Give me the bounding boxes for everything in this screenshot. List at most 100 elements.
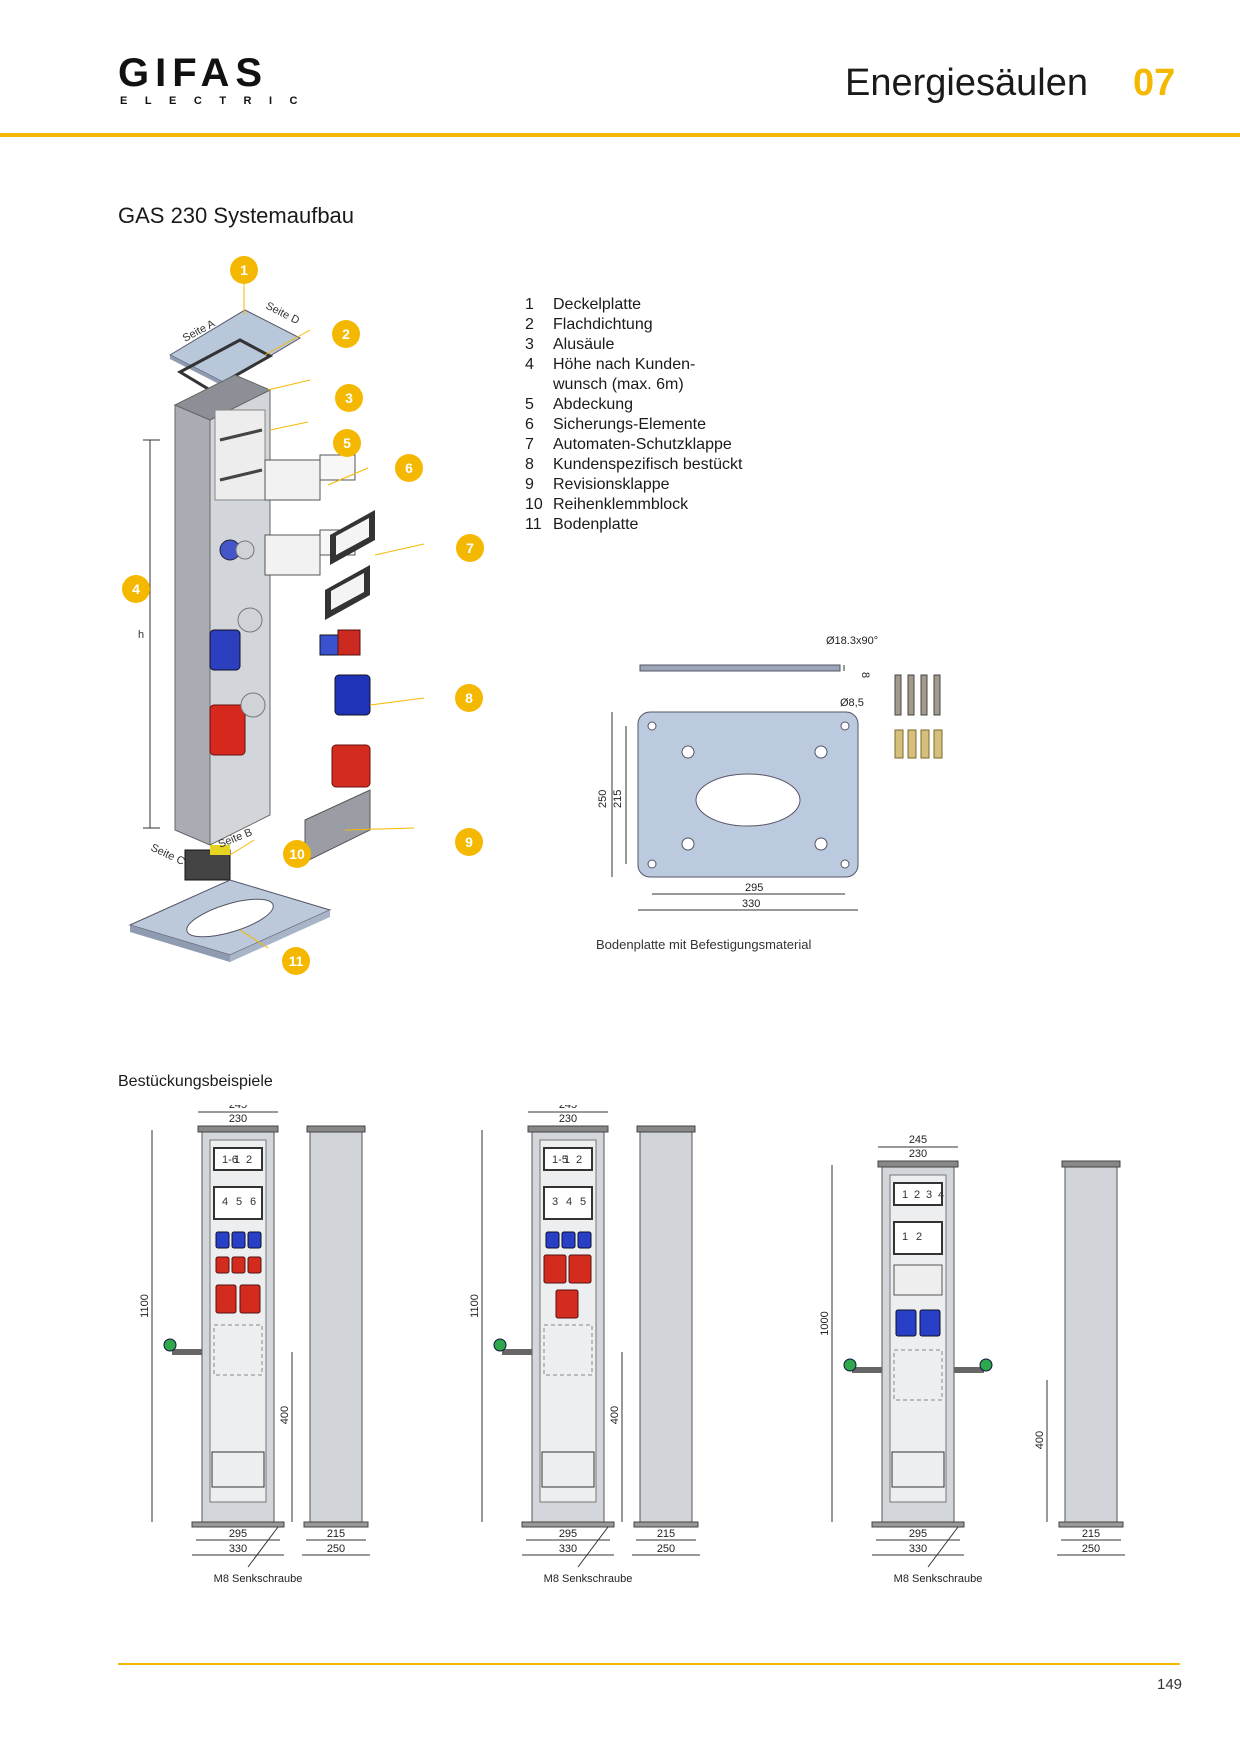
logo-sub-text: ELECTRIC (120, 95, 315, 107)
example-blue-cee-socket (919, 1309, 941, 1337)
example-panel-upper-label: 1 (902, 1189, 908, 1201)
parts-list-number (525, 375, 553, 395)
example-screw-label: M8 Senkschraube (894, 1573, 983, 1585)
parts-list-number: 11 (525, 516, 542, 533)
example-base-inner: 295 (909, 1528, 927, 1540)
example-panel-upper-label: 1 (564, 1154, 570, 1166)
example-panel-upper-label: 3 (926, 1189, 932, 1201)
callout-10: 10 (283, 840, 311, 868)
gifas-logo: GIFAS ELECTRIC (118, 52, 315, 107)
parts-list-number: 8 (525, 456, 534, 473)
gasket-shape (176, 338, 274, 392)
base-plate-drawing: Ø18.3x90° 8 Ø8,5 250 215 295 330 (597, 635, 943, 911)
example-width-inner: 230 (909, 1148, 927, 1160)
plate-caption: Bodenplatte mit Befestigungsmaterial (596, 937, 812, 952)
example-height: 1100 (139, 1294, 151, 1318)
plate-cable-opening (695, 773, 801, 827)
plate-side-profile (639, 664, 841, 672)
example-panel-lower-label: 5 (580, 1196, 586, 1208)
example-panel-lower-label: 4 (566, 1196, 572, 1208)
svg-text:5: 5 (343, 435, 351, 451)
parts-list-label: Bodenplatte (553, 516, 639, 533)
example-red-cee-socket (555, 1289, 579, 1319)
example-base-outer: 330 (229, 1543, 247, 1555)
blue-socket-loose (334, 674, 371, 716)
svg-text:4: 4 (132, 581, 140, 597)
mounting-screws (894, 674, 941, 716)
callout-1: 1 (230, 256, 258, 284)
example-red-cee-socket (543, 1254, 567, 1284)
callout-4: 4 (122, 575, 150, 603)
callout-5: 5 (333, 429, 361, 457)
example-height: 1100 (469, 1294, 481, 1318)
example-tap-handle (843, 1358, 857, 1372)
example-width-outer: 245 (909, 1134, 927, 1146)
parts-list-number: 6 (525, 416, 534, 433)
example-panel-lower-label: 4 (222, 1196, 228, 1208)
example-panel-upper-label: 2 (246, 1154, 252, 1166)
height-label: h (138, 629, 144, 641)
example-tap-handle (163, 1338, 177, 1352)
example-blue-socket (215, 1231, 230, 1249)
label-side-c: Seite C (149, 842, 187, 868)
parts-list-label: Sicherungs-Elemente (553, 416, 706, 433)
example-base-inner: 295 (559, 1528, 577, 1540)
example-width-outer: 245 (229, 1105, 247, 1111)
example-base-inner: 295 (229, 1528, 247, 1540)
example-terminal-area (541, 1451, 595, 1488)
plate-width-inner: 295 (745, 882, 763, 894)
example-screw-label: M8 Senkschraube (544, 1573, 633, 1585)
svg-text:10: 10 (289, 846, 305, 862)
parts-list-number: 1 (525, 296, 534, 313)
parts-list-number: 7 (525, 436, 534, 453)
example-height: 1000 (819, 1311, 831, 1335)
parts-list-label: Deckelplatte (553, 296, 642, 313)
example-rcd-block (893, 1264, 943, 1296)
parts-list-label: Flachdichtung (553, 316, 653, 333)
parts-list-item: 6 Sicherungs-Elemente (525, 415, 742, 435)
parts-list-label: Reihenklemmblock (553, 496, 689, 513)
parts-list-item: 11 Bodenplatte (525, 515, 742, 535)
example-blue-socket (577, 1231, 592, 1249)
example-blue-socket (545, 1231, 560, 1249)
page-number: 149 (1157, 1676, 1183, 1693)
header-rule (0, 133, 1240, 137)
plate-height-outer: 250 (597, 790, 609, 808)
column-side (174, 404, 211, 846)
blue-socket-on-column (209, 629, 241, 671)
plate-thickness-label: 8 (859, 672, 871, 678)
plate-height-inner: 215 (612, 790, 624, 808)
example-terminal-area (891, 1451, 945, 1488)
fuse-block-upper (264, 459, 321, 501)
red-socket-on-column (209, 704, 246, 756)
example-panel-upper-label: 2 (576, 1154, 582, 1166)
callout-8: 8 (455, 684, 483, 712)
parts-list-number: 3 (525, 336, 534, 353)
example-panel-lower-label: 1 (902, 1231, 908, 1243)
parts-list-label: wunsch (max. 6m) (553, 376, 684, 393)
example-side-inner: 215 (657, 1528, 675, 1540)
parts-list-label: Automaten-Schutzklappe (553, 436, 732, 453)
example-side-inner: 215 (1082, 1528, 1100, 1540)
callout-9: 9 (455, 828, 483, 856)
example-panel-lower (893, 1221, 943, 1255)
logo-main-text: GIFAS (118, 52, 268, 95)
example-tap-handle (493, 1338, 507, 1352)
callout-2: 2 (332, 320, 360, 348)
parts-list-number: 2 (525, 316, 534, 333)
svg-text:1: 1 (240, 262, 248, 278)
example-tap-height: 400 (609, 1406, 621, 1424)
example-panel-lower (543, 1186, 593, 1220)
section-title: Energiesäulen (845, 62, 1088, 104)
example-blue-socket (247, 1231, 262, 1249)
example-panel-upper (543, 1147, 593, 1171)
svg-text:7: 7 (466, 540, 474, 556)
example-panel-upper-label: 1-6 (222, 1154, 238, 1166)
parts-list-label: Kundenspezifisch bestückt (553, 456, 743, 473)
example-screw-label: M8 Senkschraube (214, 1573, 303, 1585)
top-plate-shape (168, 309, 302, 384)
